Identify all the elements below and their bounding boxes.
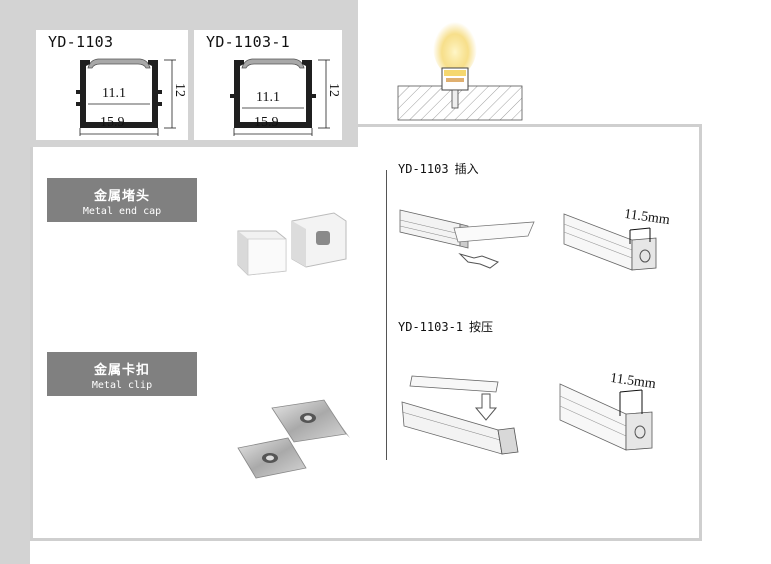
accessory-en: Metal clip (91, 380, 153, 391)
accessory-cn: 金属卡扣 (93, 363, 150, 378)
profile-name: YD-1103-1 (206, 33, 290, 51)
height-label: 12 (172, 83, 187, 97)
left-gray-strip (0, 147, 30, 564)
outer-width-label: 15.9 (254, 115, 279, 130)
inner-width-label: 11.1 (256, 90, 280, 105)
section-divider (386, 170, 387, 460)
profile-cross-section-drawing (230, 58, 330, 136)
insert-diagram (399, 209, 535, 269)
profile-card-yd-1103: YD-1103 11.1 15.9 12 (36, 30, 188, 140)
outer-width-label: 15.9 (100, 115, 125, 130)
profile-card-yd-1103-1: YD-1103-1 11.1 15.9 12 (194, 30, 342, 140)
accessory-cn: 金属堵头 (93, 189, 150, 204)
height-label: 12 (326, 83, 341, 97)
inner-width-label: 11.1 (102, 86, 126, 101)
frame-top-border (358, 124, 702, 127)
accessory-label-metal-clip: 金属卡扣 Metal clip (47, 352, 197, 396)
end-cap-image (237, 212, 347, 276)
frame-right-border (699, 124, 702, 154)
metal-clip-image (232, 399, 350, 479)
assembled-profile-diagram (559, 383, 653, 451)
press-diagram (401, 375, 519, 455)
profile-name: YD-1103 (48, 33, 114, 51)
content-frame (30, 147, 702, 541)
accessory-en: Metal end cap (82, 206, 162, 217)
profile-cross-section-drawing (76, 58, 176, 136)
assembled-profile-diagram (563, 213, 657, 271)
recessed-installation-illustration (397, 16, 523, 121)
accessory-label-end-cap: 金属堵头 Metal end cap (47, 178, 197, 222)
